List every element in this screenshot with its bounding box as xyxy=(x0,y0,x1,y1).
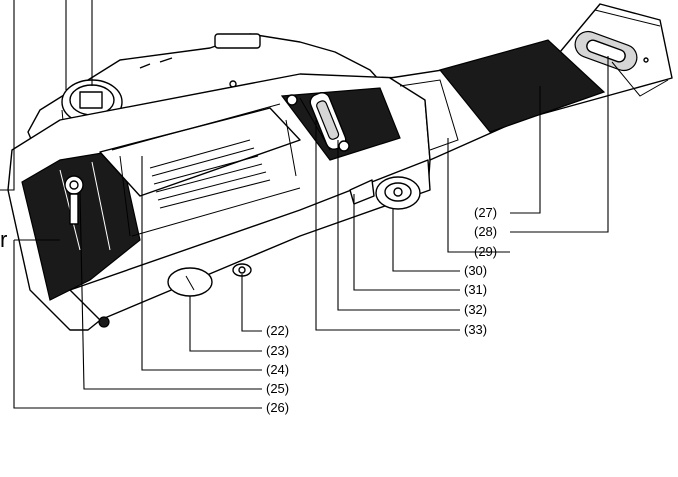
callout-27: (27) xyxy=(474,205,497,220)
callout-26: (26) xyxy=(266,400,289,415)
callout-30: (30) xyxy=(464,263,487,278)
callout-31: (31) xyxy=(464,282,487,297)
callout-28: (28) xyxy=(474,224,497,239)
callout-33: (33) xyxy=(464,322,487,337)
callout-24: (24) xyxy=(266,362,289,377)
motor-drive-coupler xyxy=(349,176,421,210)
shutter-curtain xyxy=(149,139,271,209)
pressure-plate xyxy=(438,39,606,133)
callout-23: (23) xyxy=(266,343,289,358)
callout-29: (29) xyxy=(474,244,497,259)
rewind-fork xyxy=(64,175,84,225)
film-memo-holder xyxy=(574,30,638,72)
leader-lines xyxy=(0,0,609,409)
camera-illustration xyxy=(7,3,673,331)
callout-25: (25) xyxy=(266,381,289,396)
cut-off-label: r xyxy=(0,227,7,252)
hot-shoe xyxy=(214,33,261,49)
take-up-spool xyxy=(286,92,350,152)
callout-32: (32) xyxy=(464,302,487,317)
callout-22: (22) xyxy=(266,323,289,338)
strap-eyelet xyxy=(98,316,110,328)
top-details xyxy=(139,57,173,69)
